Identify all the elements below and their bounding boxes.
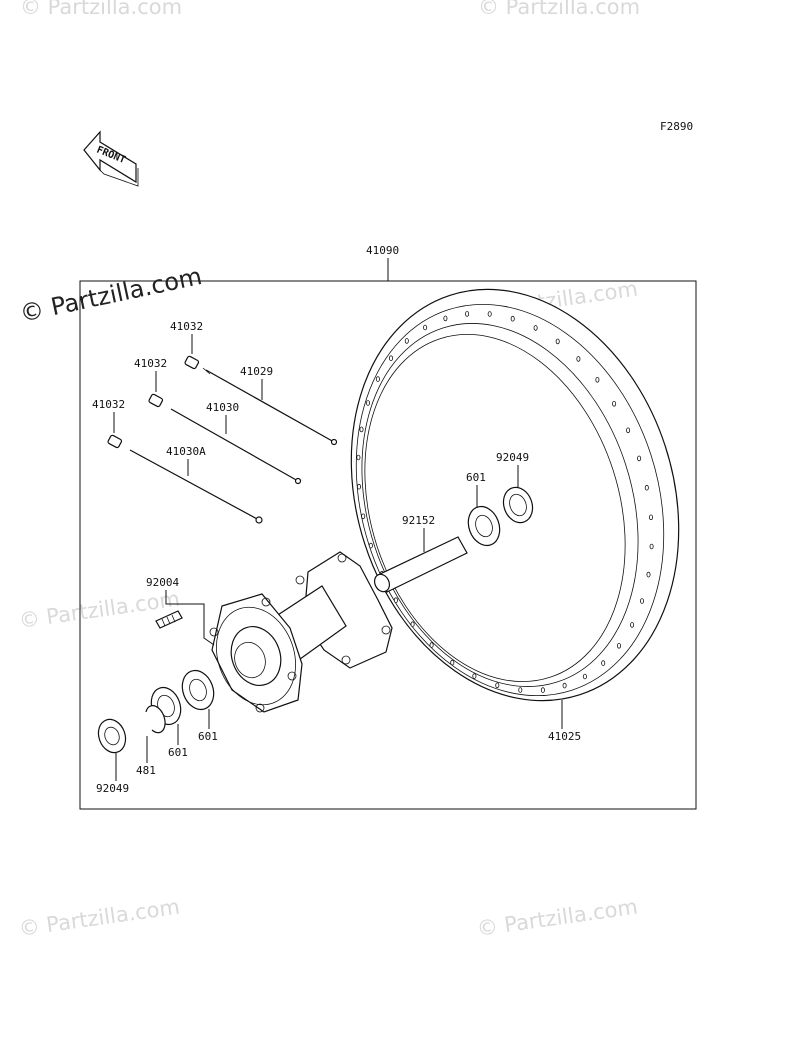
- leader-stud: [165, 590, 215, 646]
- rim-spoke-hole: [518, 687, 523, 693]
- collar-92152: [373, 536, 468, 593]
- label-circlip: 481: [136, 764, 156, 777]
- rim-spoke-hole: [368, 542, 373, 549]
- label-spoke-41030: 41030: [206, 401, 239, 414]
- rim-spoke-holes: [356, 311, 654, 693]
- rim-spoke-hole: [495, 682, 500, 689]
- front-arrow-icon: FRONT: [83, 130, 139, 187]
- rim-spoke-hole: [410, 621, 415, 627]
- rim-spoke-hole: [562, 682, 567, 689]
- rim-spoke-hole: [630, 622, 635, 628]
- rim-spoke-hole: [429, 642, 434, 648]
- label-nipple-b: 41032: [134, 357, 167, 370]
- label-seal-right: 92049: [496, 451, 529, 464]
- bearing-left-inner: [181, 669, 215, 711]
- rim-spoke-hole: [617, 642, 622, 649]
- rim-spoke-hole: [555, 338, 560, 345]
- watermark-lower-left: © Partzilla.com: [17, 587, 181, 633]
- label-assembly: 41090: [366, 244, 399, 257]
- rim-spoke-hole: [540, 687, 545, 693]
- rim-spoke-hole: [393, 597, 398, 603]
- watermark-bottom-right: © Partzilla.com: [475, 895, 639, 941]
- spoke-41029: [202, 367, 338, 446]
- label-seal-left: 92049: [96, 782, 129, 795]
- rim-spoke-hole: [533, 325, 538, 331]
- rim-spoke-hole: [582, 673, 587, 680]
- rim-spoke-hole: [644, 484, 649, 491]
- rim-spoke-hole: [423, 324, 428, 331]
- spoke-41030a: [129, 449, 263, 524]
- watermark-main: © Partzilla.com: [17, 262, 204, 328]
- rim-spoke-hole: [640, 598, 645, 604]
- rim-spoke-hole: [356, 483, 361, 490]
- rim-spoke-hole: [465, 311, 470, 317]
- label-bearing-left-outer: 601: [168, 746, 188, 759]
- label-nipple-a: 41032: [170, 320, 203, 333]
- rim-spoke-hole: [487, 311, 492, 317]
- wheel-hub: [209, 551, 393, 713]
- nipple-b: [148, 393, 164, 408]
- figure-code: F2890: [660, 120, 693, 133]
- rim-spoke-hole: [510, 315, 515, 322]
- rim-spoke-hole: [450, 659, 455, 666]
- rim-spoke-hole: [443, 315, 448, 322]
- rim-spoke-hole: [356, 454, 361, 461]
- nipple-c: [107, 434, 123, 449]
- nipple-a: [184, 355, 200, 370]
- rim-spoke-hole: [404, 338, 409, 344]
- rim-spoke-hole: [612, 400, 617, 407]
- rim-spoke-hole: [375, 376, 380, 382]
- label-stud: 92004: [146, 576, 179, 589]
- label-bearing-left-inner: 601: [198, 730, 218, 743]
- rim-spoke-hole: [576, 356, 581, 362]
- spoke-41030: [170, 408, 302, 485]
- assembly-frame: [79, 280, 697, 810]
- rim-spoke-hole: [649, 514, 654, 521]
- label-spoke-41029: 41029: [240, 365, 273, 378]
- rim-spoke-hole: [359, 426, 364, 433]
- rim-spoke-hole: [472, 673, 477, 679]
- rim-spoke-hole: [626, 427, 631, 434]
- watermark-top-left: © Partzilla.com: [20, 0, 182, 19]
- watermark-top-right: © Partzilla.com: [478, 0, 640, 19]
- rim-spoke-hole: [649, 543, 654, 550]
- rim-spoke-hole: [365, 400, 370, 406]
- rim-spoke-hole: [601, 660, 606, 666]
- label-spoke-41030a: 41030A: [166, 445, 206, 458]
- watermark-bottom-left: © Partzilla.com: [17, 895, 181, 941]
- stud-92004: [155, 610, 183, 629]
- rim-spoke-hole: [646, 571, 651, 578]
- circlip-481: [145, 705, 166, 734]
- label-rim: 41025: [548, 730, 581, 743]
- rim-spoke-hole: [595, 376, 600, 383]
- seal-left: [97, 718, 127, 754]
- label-nipple-c: 41032: [92, 398, 125, 411]
- seal-right: [502, 486, 534, 524]
- label-collar: 92152: [402, 514, 435, 527]
- rim-spoke-hole: [388, 355, 393, 362]
- label-bearing-right: 601: [466, 471, 486, 484]
- rim-spoke-hole: [361, 513, 366, 520]
- rim-spoke-hole: [637, 455, 642, 462]
